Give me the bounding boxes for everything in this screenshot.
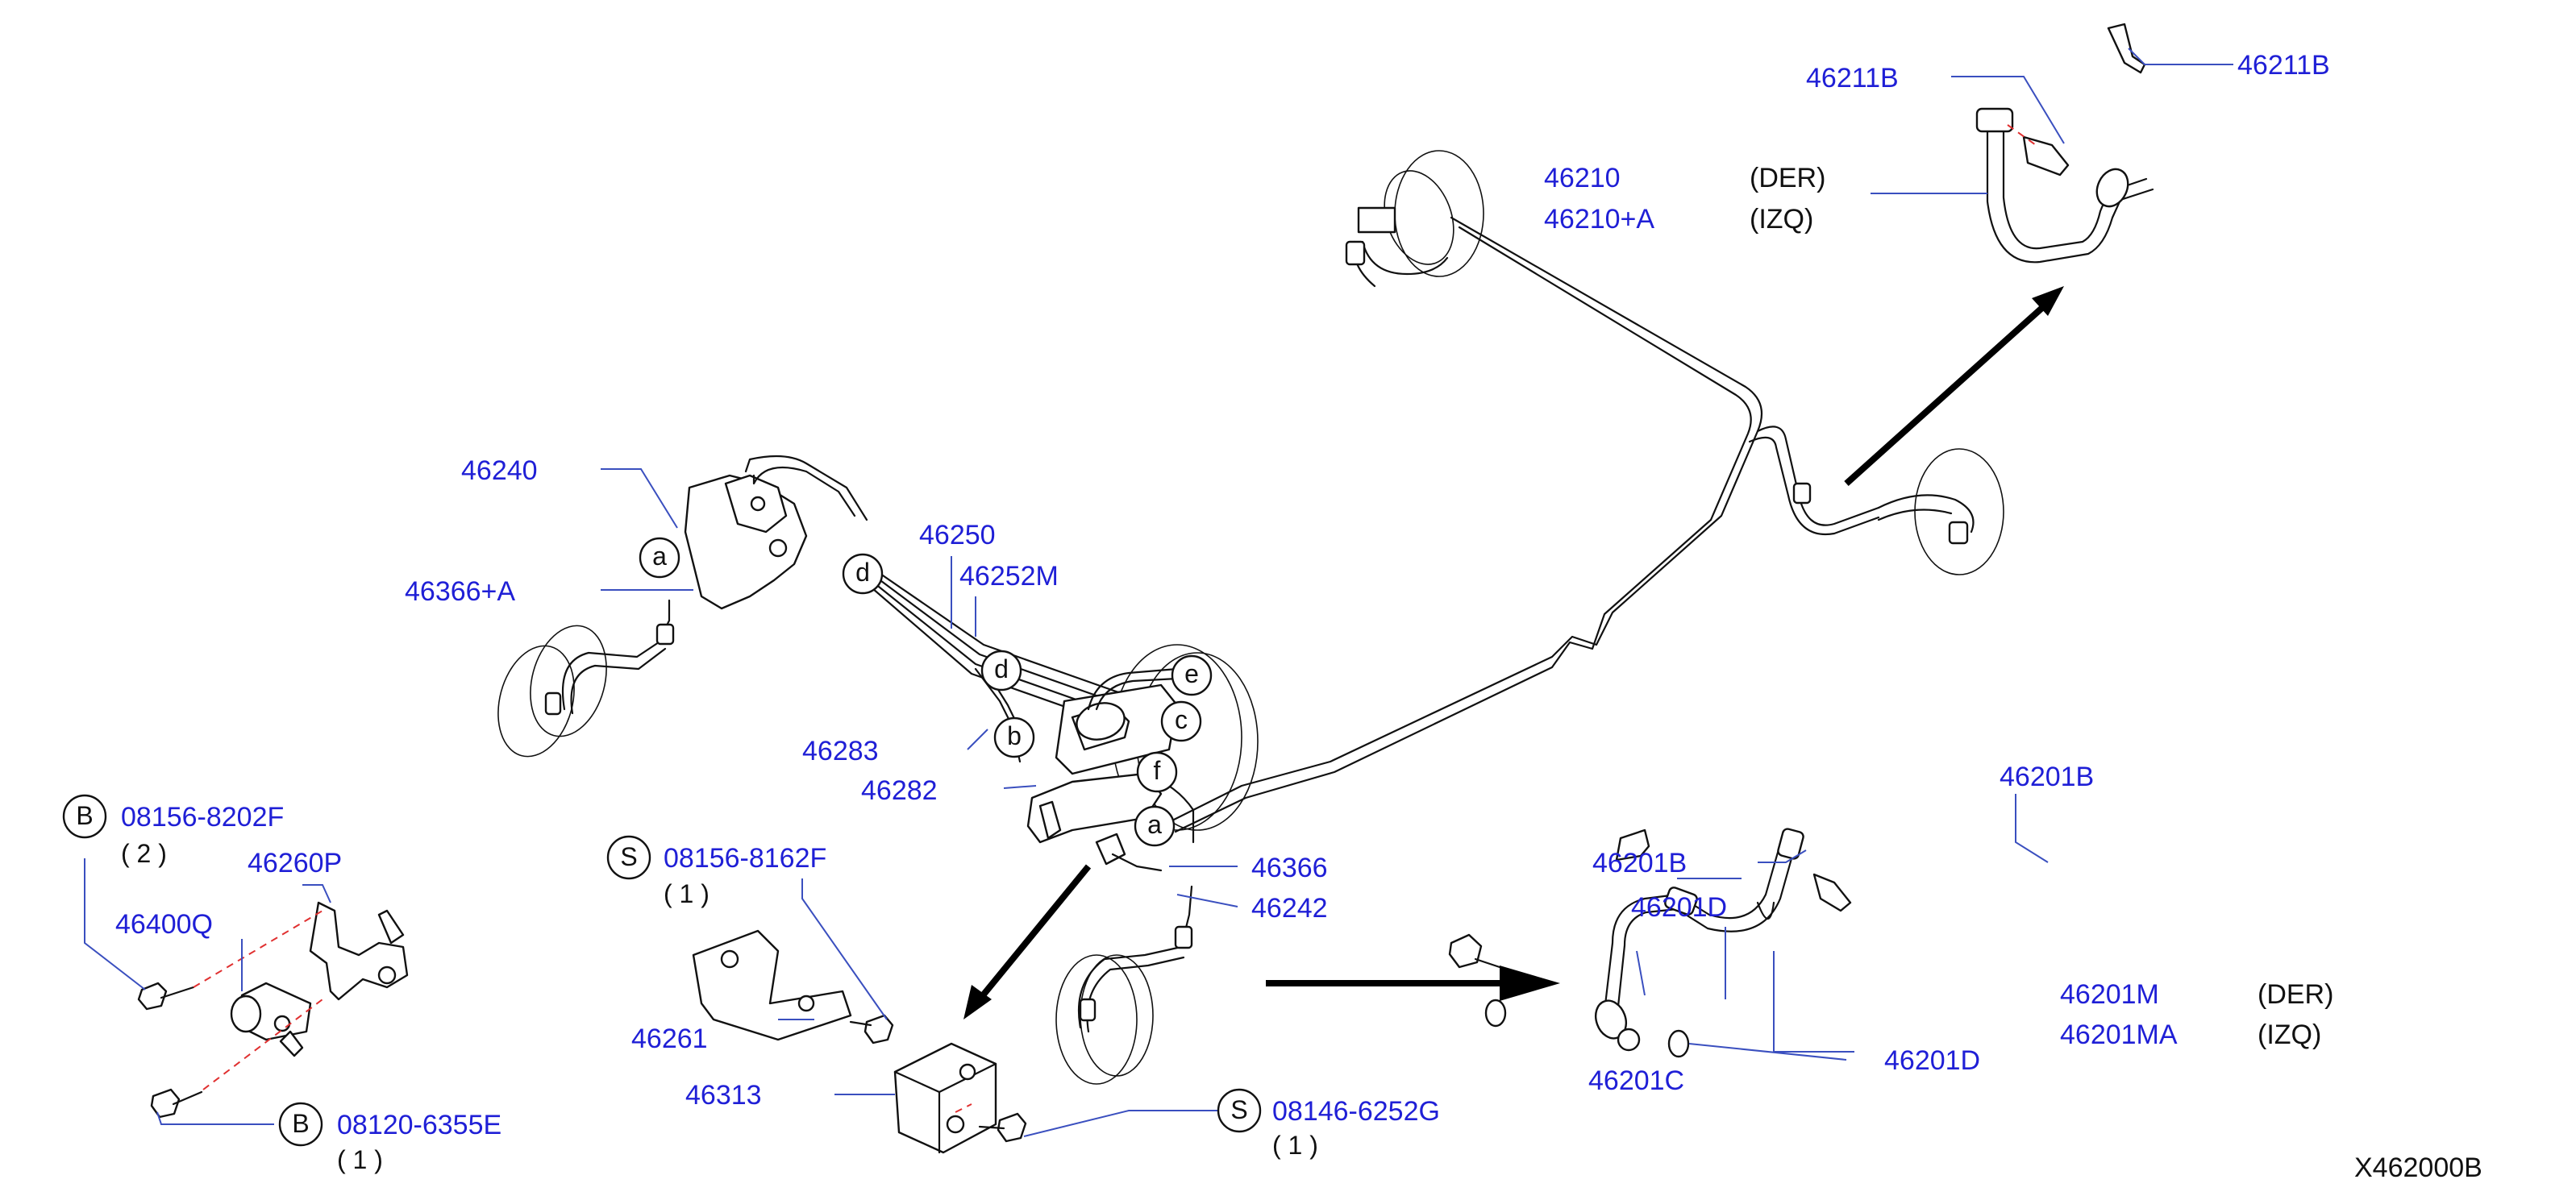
callout-46313: 46313	[685, 1080, 762, 1111]
connector-d-actuator: d	[842, 553, 884, 595]
callout-46261: 46261	[631, 1024, 708, 1054]
callout-46201D-upper: 46201D	[1631, 892, 1727, 923]
rear-right-brake-rotor	[1792, 448, 2004, 575]
callout-46211B-clip: 46211B	[2237, 50, 2330, 81]
callout-46210: 46210	[1544, 163, 1621, 193]
block-46313	[893, 1042, 1027, 1154]
callout-46201MA: 46201MA	[2060, 1020, 2178, 1050]
badge-b-lower: B	[278, 1102, 323, 1147]
callout-08156-8202F: 08156-8202F	[121, 802, 284, 833]
bracket-46261	[692, 929, 894, 1044]
callout-46250: 46250	[919, 520, 996, 550]
qty-08120-6355E: ( 1 )	[337, 1145, 383, 1174]
connector-a-master: a	[1134, 805, 1176, 847]
connector-b: b	[993, 716, 1035, 758]
qty-08156-8162F: ( 1 )	[664, 879, 710, 908]
label-der-front: (DER)	[1750, 163, 1825, 193]
callout-46201B-left: 46201B	[1592, 848, 1687, 878]
connector-a-actuator: a	[639, 537, 680, 579]
callout-46201B-right: 46201B	[2000, 762, 2094, 792]
arrow-head-front-hose	[2032, 286, 2064, 316]
svg-text:b: b	[1007, 721, 1022, 750]
master-cylinder-booster	[1026, 644, 1259, 872]
connector-d-master: d	[980, 650, 1022, 691]
svg-text:f: f	[1154, 756, 1161, 785]
connector-e: e	[1171, 654, 1213, 696]
brake-hose-46201m	[1448, 828, 1852, 1058]
detail-arrows	[963, 286, 2064, 1020]
brake-hose-46210	[1975, 23, 2154, 264]
front-right-brake-rotor	[1345, 150, 1484, 288]
callout-08156-8162F: 08156-8162F	[664, 843, 826, 874]
callout-46260P: 46260P	[248, 848, 342, 878]
callout-46252M: 46252M	[959, 561, 1059, 592]
badge-s-lower: S	[1217, 1088, 1262, 1133]
callout-46242: 46242	[1251, 893, 1328, 924]
callout-46201C: 46201C	[1588, 1065, 1684, 1096]
rear-left-brake-rotor	[1055, 885, 1193, 1085]
svg-text:B: B	[76, 801, 93, 830]
part-callouts: 46211B 46211B 46210 46210+A (DER) (IZQ) …	[115, 50, 2482, 1183]
callout-46240: 46240	[461, 455, 538, 486]
callout-46283: 46283	[802, 736, 879, 766]
callout-46201D-lower: 46201D	[1884, 1045, 1980, 1076]
callout-46201M: 46201M	[2060, 979, 2159, 1010]
arrow-head-rear-hose	[1500, 966, 1560, 1001]
callout-46210A: 46210+A	[1544, 204, 1654, 235]
front-left-brake-rotor	[497, 599, 675, 758]
svg-text:a: a	[652, 542, 667, 571]
label-der-rear: (DER)	[2258, 979, 2333, 1010]
proportioning-valve-46400q	[137, 901, 409, 1119]
svg-text:e: e	[1184, 659, 1199, 688]
callout-46211B-hose-clip: 46211B	[1806, 63, 1899, 93]
leader-lines	[84, 48, 2233, 1137]
abs-actuator-46240	[684, 455, 868, 610]
qty-08156-8202F: ( 2 )	[121, 839, 167, 868]
svg-text:c: c	[1175, 705, 1188, 734]
connector-markers: a d d b e c f a	[639, 537, 1213, 847]
callout-08120-6355E: 08120-6355E	[337, 1110, 501, 1140]
callout-46400Q: 46400Q	[115, 909, 213, 940]
arrow-to-bracket	[976, 864, 1092, 1002]
callout-46366A: 46366+A	[405, 576, 515, 607]
fastener-badges: B B S S	[62, 794, 1262, 1147]
connector-c: c	[1160, 700, 1202, 742]
callout-46366: 46366	[1251, 853, 1328, 883]
connector-f: f	[1136, 751, 1178, 793]
qty-08146-6252G: ( 1 )	[1272, 1131, 1318, 1160]
svg-text:S: S	[620, 842, 637, 871]
svg-text:S: S	[1230, 1095, 1247, 1124]
callout-08146-6252G: 08146-6252G	[1272, 1096, 1440, 1127]
callout-46282: 46282	[861, 775, 938, 806]
label-izq-rear: (IZQ)	[2258, 1020, 2321, 1050]
svg-text:d: d	[855, 558, 870, 587]
arrow-to-front-hose	[1844, 304, 2046, 486]
svg-text:B: B	[292, 1109, 309, 1138]
svg-text:a: a	[1147, 810, 1162, 839]
svg-text:d: d	[994, 654, 1009, 683]
label-izq-front: (IZQ)	[1750, 204, 1813, 235]
badge-b-upper: B	[62, 794, 107, 839]
badge-s-upper: S	[606, 835, 651, 880]
arrow-head-bracket	[963, 985, 992, 1020]
main-brake-tube	[1167, 216, 1880, 833]
diagram-code: X462000B	[2354, 1152, 2482, 1183]
